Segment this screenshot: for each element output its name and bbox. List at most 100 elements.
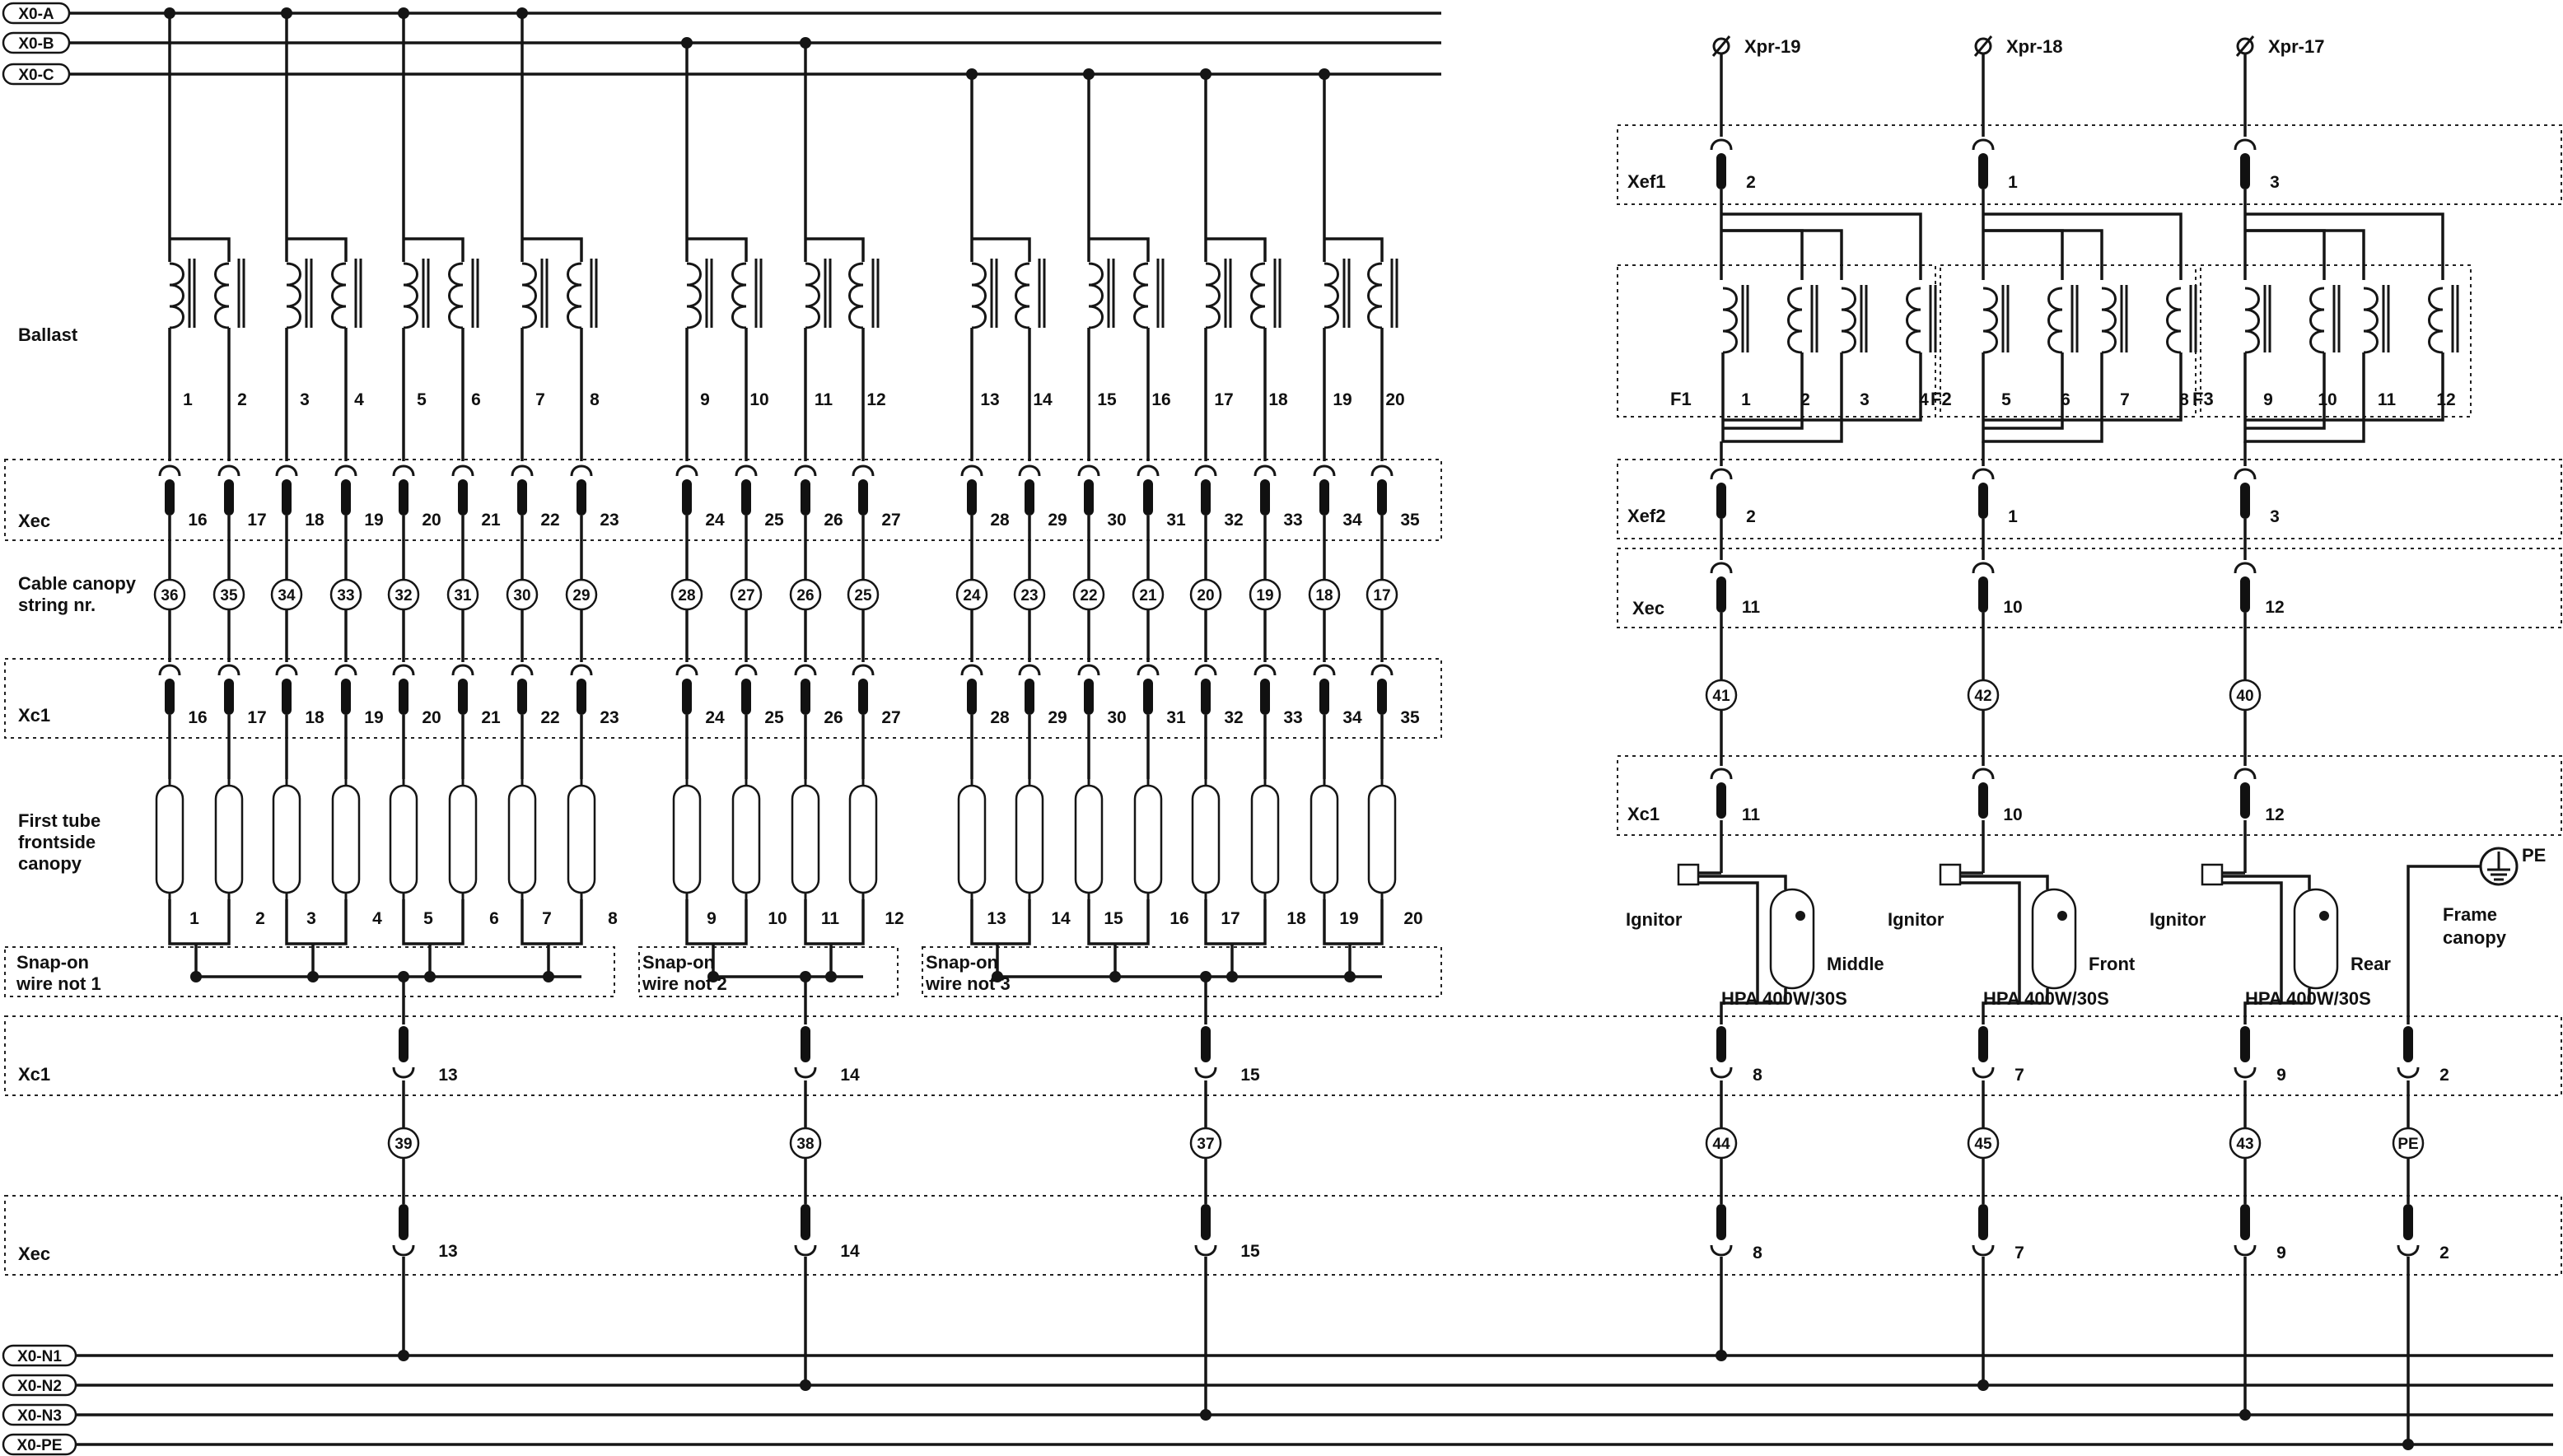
lower-string-1 [1705, 1127, 1738, 1160]
xec-plug-5-pin [399, 479, 408, 516]
lower-string-2 [1967, 1127, 2000, 1160]
ballast-5-coil-b [731, 262, 747, 329]
xec-lower-plug-1-socket [1710, 1244, 1733, 1257]
snap-on-label-1: Snap-on [16, 952, 89, 973]
xc1-terminal-4: 19 [364, 708, 383, 727]
xc1-plug-5-pin [399, 679, 408, 715]
tube-pair-return [970, 899, 1031, 945]
fuse-feed-wire [1721, 212, 1922, 280]
xc1-lower-terminal-2: 7 [2014, 1066, 2024, 1085]
xef1-plug-3-socket [2234, 138, 2257, 151]
neutral-xec-terminal-3: 15 [1240, 1242, 1260, 1261]
xec-plug-15-pin [1084, 479, 1094, 516]
xec-plug-7-socket [511, 464, 534, 477]
ballast-number-19: 19 [1333, 390, 1352, 409]
xc1-right-terminal-1: 11 [1742, 805, 1761, 824]
fuse-number-2: 2 [1800, 390, 1810, 409]
xec-plug-13-pin [967, 479, 977, 516]
row-label-xec-lower: Xec [18, 1244, 50, 1264]
xc1-plug-15-socket [1077, 664, 1100, 676]
xec-plug-16-pin [1143, 479, 1153, 516]
xec-terminal-4: 19 [364, 511, 383, 530]
tube-number-14: 14 [1051, 909, 1071, 928]
cable-string-2-label: 35 [220, 587, 238, 604]
pe-xec-plug-pin [2403, 1204, 2413, 1240]
xc1-row-box [4, 658, 1442, 739]
fuse-coil [2101, 287, 2117, 354]
right-string-2 [1967, 679, 2000, 712]
ballast-split-wire [687, 237, 748, 262]
xef2-terminal-2: 1 [2008, 507, 2018, 526]
ignitor-2 [1939, 863, 1962, 886]
xc1-lower-plug-1-socket [1710, 1066, 1733, 1079]
cable-string-16 [1132, 578, 1165, 611]
xec-lower-row-box [4, 1195, 2562, 1276]
tube-number-9: 9 [707, 909, 717, 928]
ballast-number-15: 15 [1097, 390, 1117, 409]
xef1-plug-2-socket [1972, 138, 1995, 151]
cable-string-3-label: 34 [278, 587, 296, 604]
cable-string-9 [670, 578, 703, 611]
cable-string-4-label: 33 [337, 587, 354, 604]
xc1-plug-9-socket [675, 664, 698, 676]
tube-lamp-4 [331, 784, 361, 894]
ballast-1-coil-b [214, 262, 230, 329]
xec-plug-11-socket [794, 464, 817, 477]
right-string-3 [2229, 679, 2262, 712]
bus-label-x0-b: X0-B [18, 35, 54, 53]
fuse-coil [2363, 287, 2379, 354]
lamp-type-label-3: HPA 400W/30S [2245, 988, 2371, 1009]
pe-string [2392, 1127, 2425, 1160]
xec-plug-8-socket [570, 464, 593, 477]
xc1-plug-19-pin [1319, 679, 1329, 715]
xec-plug-15-socket [1077, 464, 1100, 477]
xc1-right-plug-2-pin [1978, 782, 1988, 819]
xef2-plug-1-socket [1710, 468, 1733, 480]
snap-on-label-2-2: wire not 2 [642, 973, 727, 994]
tube-lamp-3 [272, 784, 301, 894]
xec-right-terminal-2: 10 [2003, 598, 2022, 617]
fuse-return-wire [1723, 352, 1804, 430]
row-label-xec: Xec [18, 511, 50, 531]
xc1-plug-14-pin [1025, 679, 1034, 715]
xc1-lower-plug-2-pin [1978, 1026, 1988, 1062]
xc1-plug-3-socket [275, 664, 298, 676]
neutral-xc1-plug-3-pin [1201, 1026, 1211, 1062]
xec-lower-plug-2-socket [1972, 1244, 1995, 1257]
tube-number-16: 16 [1169, 909, 1188, 928]
xec-plug-10-pin [741, 479, 751, 516]
ballast-number-7: 7 [535, 390, 545, 409]
tube-number-5: 5 [423, 909, 433, 928]
xc1-plug-17-socket [1194, 664, 1217, 676]
pe-string-label: PE [2397, 1136, 2418, 1153]
ignitor-lamp-wire [2222, 881, 2283, 1003]
xpr-terminal-1 [1712, 37, 1730, 55]
xc1-terminal-19: 34 [1342, 708, 1362, 727]
snap-on-dot [424, 971, 436, 982]
xec-plug-17-socket [1194, 464, 1217, 477]
cable-string-10-label: 27 [737, 587, 754, 604]
snap-on-dot [190, 971, 202, 982]
bus-junction [398, 7, 409, 19]
snap-on-3-box [922, 946, 1442, 997]
cable-string-12 [847, 578, 880, 611]
tube-lamp-11 [791, 784, 820, 894]
earth-label: PE [2522, 845, 2546, 866]
xef1-plug-1-socket [1710, 138, 1733, 151]
bus-junction [164, 7, 175, 19]
pe-xec-plug-socket [2397, 1244, 2420, 1257]
cable-string-9-label: 28 [678, 587, 695, 604]
xc1-plug-4-pin [341, 679, 351, 715]
fuse-return-wire [1983, 352, 2064, 430]
bus-tag-x0-a [2, 2, 71, 25]
tube-number-15: 15 [1104, 909, 1123, 928]
cable-string-8 [565, 578, 598, 611]
snap-on-dot [707, 971, 719, 982]
tube-lamp-19 [1310, 784, 1339, 894]
neutral-xc1-plug-2-pin [801, 1026, 810, 1062]
neutral-string-2-label: 38 [796, 1136, 814, 1153]
ballast-split-wire [1089, 237, 1150, 262]
cable-string-1 [153, 578, 186, 611]
xc1-terminal-5: 20 [422, 708, 441, 727]
xec-lower-plug-1-pin [1716, 1204, 1726, 1240]
